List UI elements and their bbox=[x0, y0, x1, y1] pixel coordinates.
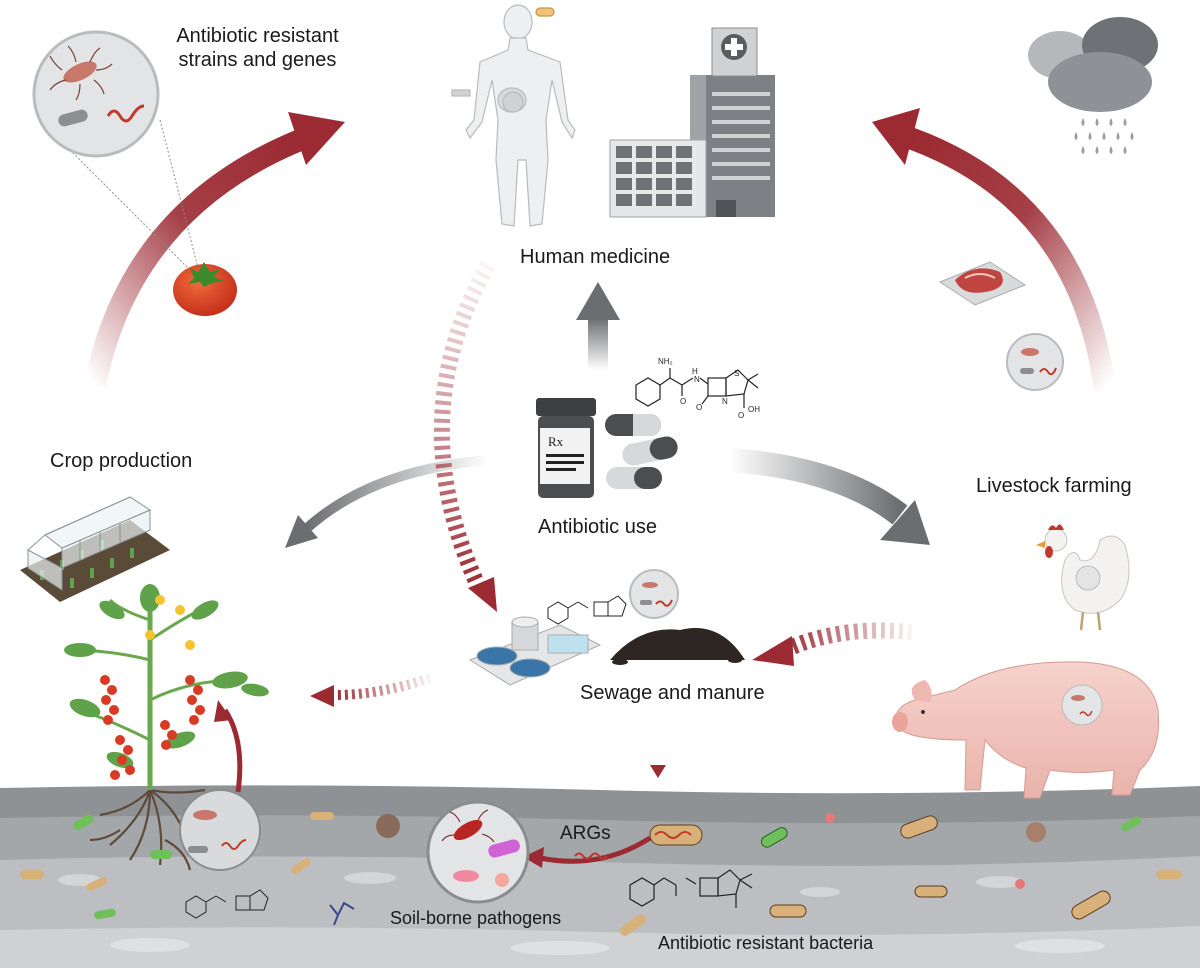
label-resistant-bacteria: Antibiotic resistant bacteria bbox=[658, 933, 874, 953]
chemical-structure-icon bbox=[547, 595, 627, 625]
tomato-plant-icon bbox=[64, 584, 269, 871]
bacteria-icon bbox=[58, 109, 88, 127]
livestock-to-manure-dashed-arrow bbox=[752, 622, 913, 666]
sewage-to-crop-dashed-arrow bbox=[310, 673, 432, 707]
soil-layers bbox=[0, 785, 1200, 968]
meat-tray-icon bbox=[938, 261, 1027, 306]
chem-label: O bbox=[696, 403, 702, 412]
hospital-icon bbox=[609, 27, 775, 218]
crop-to-human-arrow bbox=[84, 112, 345, 388]
to-crop-arrow bbox=[285, 455, 489, 548]
chem-label: H bbox=[692, 367, 698, 376]
label-antibiotic-use: Antibiotic use bbox=[538, 516, 657, 538]
sewage-plant-icon bbox=[468, 616, 602, 686]
svg-text:Rx: Rx bbox=[548, 434, 564, 449]
bacteria-icon bbox=[49, 45, 113, 101]
chicken-icon bbox=[1036, 524, 1130, 631]
chemical-structure-icon bbox=[629, 869, 753, 908]
magnifier-circle-icon bbox=[179, 789, 261, 871]
soil-to-plant-arrow bbox=[214, 700, 243, 793]
to-human-arrow bbox=[576, 282, 620, 370]
magnifier-circle-icon bbox=[1006, 333, 1064, 391]
label-human-medicine: Human medicine bbox=[520, 246, 671, 268]
magnifier-circle-icon bbox=[629, 569, 679, 619]
rain-cloud-icon bbox=[1028, 17, 1158, 154]
livestock-to-hospital-arrow bbox=[872, 108, 1116, 392]
label-livestock-farming: Livestock farming bbox=[976, 475, 1132, 497]
label-sewage-manure: Sewage and manure bbox=[580, 682, 765, 704]
greenhouse-icon bbox=[20, 496, 170, 602]
chemical-structure-icon bbox=[635, 368, 759, 408]
gene-icon bbox=[106, 104, 145, 123]
human-to-sewage-dashed-arrow bbox=[433, 261, 497, 612]
chemical-structure-icon bbox=[185, 889, 269, 919]
label-soil-pathogens: Soil-borne pathogens bbox=[390, 908, 562, 928]
to-livestock-arrow bbox=[729, 448, 930, 545]
gene-icon bbox=[574, 852, 608, 860]
tomato-icon bbox=[173, 262, 237, 316]
label-args: ARGs bbox=[560, 823, 611, 844]
capsule-icon bbox=[622, 436, 678, 466]
magnifier-circle-icon bbox=[426, 800, 530, 904]
chem-label: N bbox=[722, 397, 728, 406]
sewage-to-soil-dashed-arrow bbox=[650, 724, 666, 778]
label-crop-production: Crop production bbox=[50, 450, 193, 472]
chem-label: S bbox=[734, 369, 739, 378]
chem-label: NH₂ bbox=[658, 357, 673, 366]
medicine-bottle-icon: Rx bbox=[536, 398, 596, 498]
pig-icon bbox=[892, 661, 1160, 799]
strains-magnifier bbox=[32, 30, 199, 273]
capsule-icon bbox=[605, 414, 661, 436]
chem-label: O bbox=[680, 397, 686, 406]
magnifier-circle-icon bbox=[32, 30, 160, 158]
capsule-icon bbox=[606, 467, 662, 489]
chem-label: OH bbox=[748, 405, 760, 414]
manure-pile-icon bbox=[610, 628, 745, 665]
label-strains: Antibiotic resistant strains and genes bbox=[176, 25, 339, 71]
chem-label: N bbox=[694, 375, 700, 384]
args-transfer-arrow bbox=[523, 835, 652, 868]
human-body-icon bbox=[451, 4, 576, 227]
bacteria-icon bbox=[20, 812, 1182, 936]
chem-label: O bbox=[738, 411, 744, 420]
